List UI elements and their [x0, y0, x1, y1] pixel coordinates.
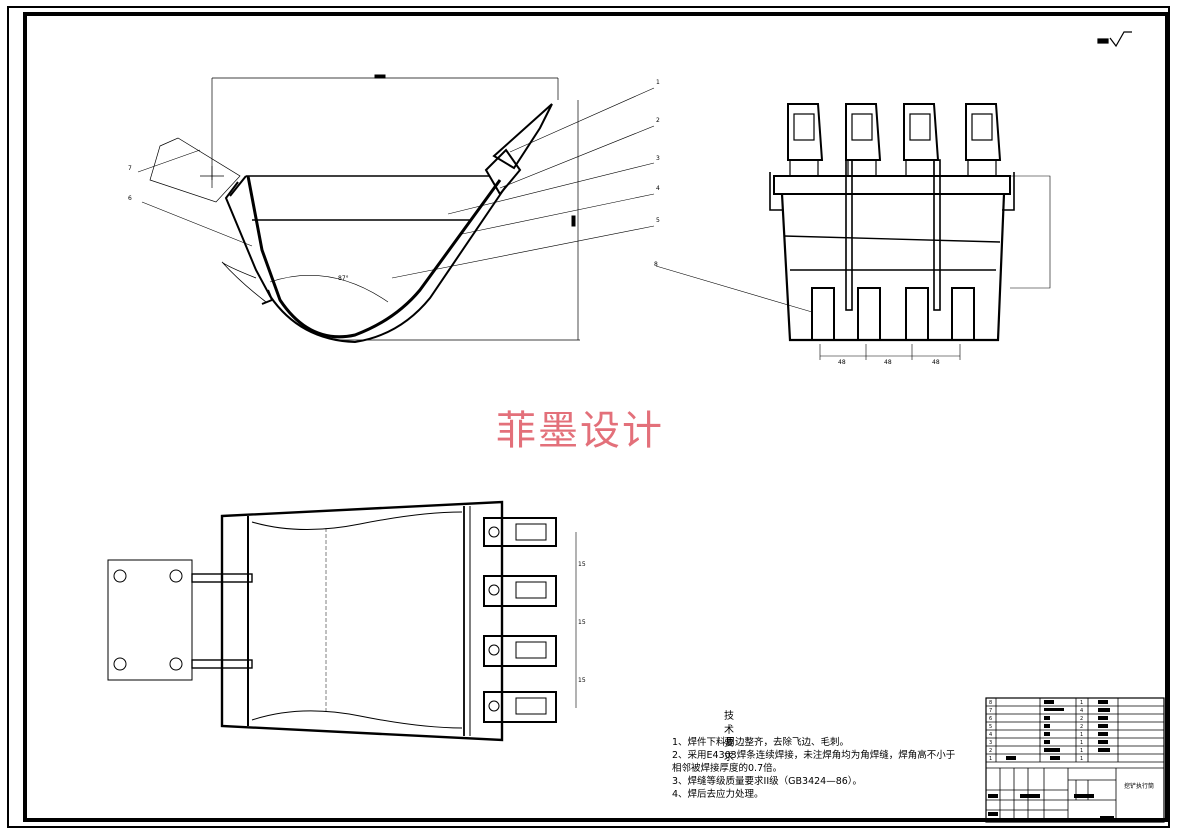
- pitch-top-3: 15: [578, 677, 586, 684]
- tech-req-item-5: 4、焊后去应力处理。: [672, 789, 764, 800]
- angle-label: 87°: [338, 275, 349, 282]
- inner-border: [23, 12, 1169, 822]
- title-row-num-8: 1: [989, 756, 992, 762]
- title-row-num-1: 8: [989, 700, 992, 706]
- tech-req-item-3: 相邻被焊接厚度的0.7倍。: [672, 763, 783, 774]
- title-qty-6: 1: [1080, 740, 1083, 746]
- title-block: [985, 697, 1165, 823]
- side-view: [137, 74, 655, 344]
- title-block-fills: [988, 700, 1114, 820]
- title-row-num-5: 4: [989, 732, 992, 738]
- callout-8: 8: [654, 261, 658, 268]
- outer-border: [7, 6, 1170, 828]
- title-qty-2: 4: [1080, 708, 1083, 714]
- callout-6: 6: [128, 195, 132, 202]
- tech-req-title: 技术要求: [724, 711, 734, 763]
- watermark-text: 菲墨设计: [496, 408, 664, 454]
- callout-5: 5: [656, 217, 660, 224]
- pitch-front-3: 48: [932, 359, 940, 366]
- callout-7: 7: [128, 165, 132, 172]
- callout-3: 3: [656, 155, 660, 162]
- pitch-top-1: 15: [578, 561, 586, 568]
- title-qty-4: 2: [1080, 724, 1083, 730]
- callout-4: 4: [656, 185, 660, 192]
- pitch-top-2: 15: [578, 619, 586, 626]
- surface-roughness-icon: [1097, 31, 1132, 48]
- callout-2: 2: [656, 117, 660, 124]
- title-qty-3: 2: [1080, 716, 1083, 722]
- title-qty-1: 1: [1080, 700, 1083, 706]
- title-row-num-3: 6: [989, 716, 992, 722]
- tech-req-item-4: 3、焊缝等级质量要求II级（GB3424—86）。: [672, 776, 863, 787]
- title-row-num-4: 5: [989, 724, 992, 730]
- title-row-num-6: 3: [989, 740, 992, 746]
- title-qty-5: 1: [1080, 732, 1083, 738]
- pitch-front-1: 48: [838, 359, 846, 366]
- callout-1: 1: [656, 79, 660, 86]
- tech-req-item-2: 2、采用E4303焊条连续焊接，未注焊角均为角焊缝，焊角高不小于: [672, 750, 956, 761]
- tech-req-item-1: 1、焊件下料周边整齐，去除飞边、毛刺。: [672, 737, 850, 748]
- title-qty-8: 1: [1080, 756, 1083, 762]
- front-view: [655, 103, 1051, 360]
- top-view: [107, 500, 577, 742]
- pitch-front-2: 48: [884, 359, 892, 366]
- title-row-num-2: 7: [989, 708, 992, 714]
- drawing-name: 挖铲执行筒: [1124, 782, 1154, 790]
- title-row-num-7: 2: [989, 748, 992, 754]
- title-qty-7: 1: [1080, 748, 1083, 754]
